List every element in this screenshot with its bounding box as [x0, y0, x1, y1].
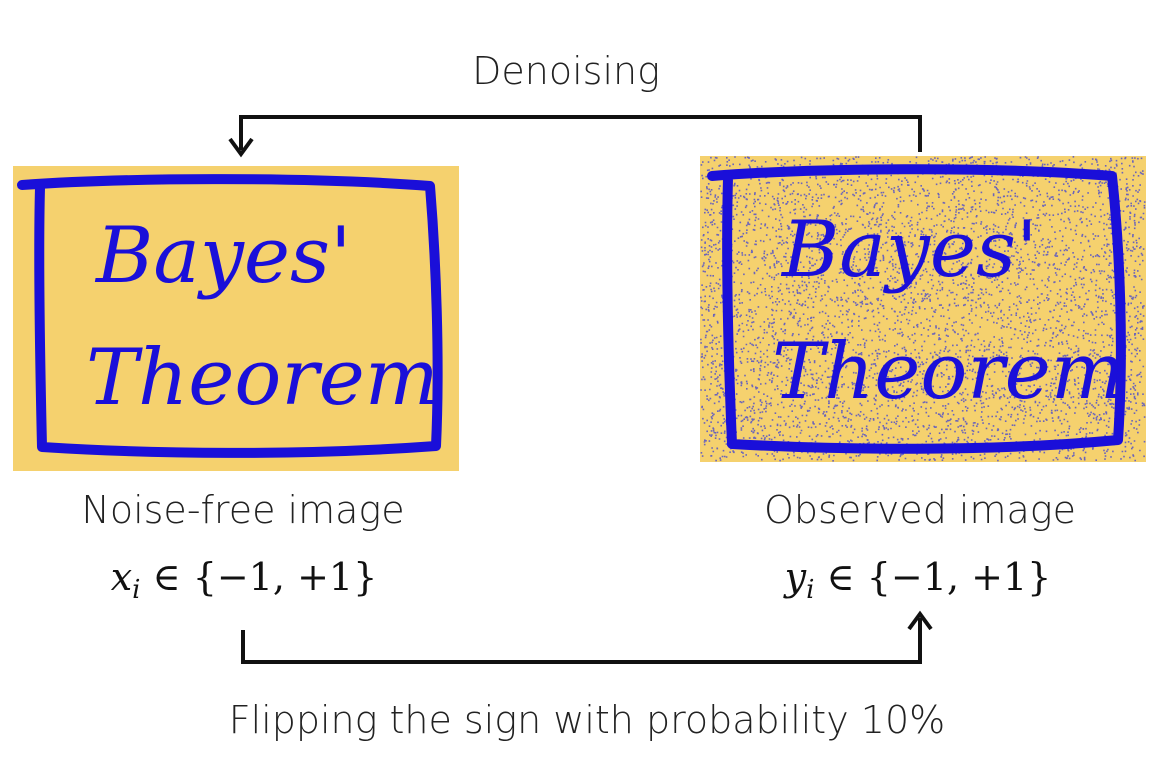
observed-formula: yi ∈ {−1, +1}	[783, 555, 1052, 605]
observed-formula-rest: ∈ {−1, +1}	[814, 555, 1051, 599]
observed-formula-sub: i	[806, 575, 814, 605]
flipping-arrow	[241, 618, 922, 664]
observed-image-background	[700, 156, 1146, 462]
flipping-label: Flipping the sign with probability 10%	[229, 698, 946, 742]
observed-image-frame	[707, 164, 1126, 454]
observed-formula-var: y	[783, 555, 807, 599]
denoising-label: Denoising	[472, 49, 660, 93]
denoising-arrow	[239, 115, 922, 152]
noise-free-formula-var: x	[111, 555, 132, 599]
noise-free-formula: xi ∈ {−1, +1}	[111, 555, 378, 605]
noise-free-image: Bayes' Theorem	[13, 166, 459, 471]
observed-caption: Observed image	[764, 488, 1076, 532]
noise-free-formula-rest: ∈ {−1, +1}	[140, 555, 377, 599]
observed-handwriting-line2: Theorem	[772, 327, 1125, 417]
noise-free-image-frame	[17, 174, 443, 458]
noise-free-formula-sub: i	[132, 575, 140, 605]
noise-free-handwriting-line1: Bayes'	[94, 211, 352, 301]
noise-speckles	[700, 156, 1146, 462]
observed-image-noise	[700, 156, 1146, 462]
observed-image: Bayes' Theorem	[700, 156, 1146, 462]
noise-free-image-background	[13, 166, 459, 471]
noise-free-handwriting-line2: Theorem	[86, 333, 439, 423]
observed-handwriting-line1: Bayes'	[780, 205, 1038, 295]
flipping-arrowhead	[907, 610, 933, 631]
noise-free-caption: Noise-free image	[81, 488, 404, 532]
denoising-arrowhead	[228, 137, 254, 158]
